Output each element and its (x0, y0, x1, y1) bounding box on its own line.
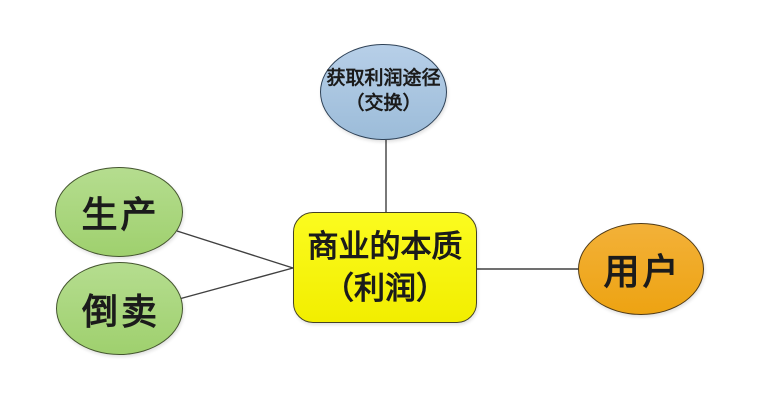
node-label: （交换） (345, 93, 422, 114)
node-profit-path-exchange: 获取利润途径 （交换） (320, 44, 447, 140)
node-label: 商业的本质 (307, 228, 463, 264)
node-label: 用户 (603, 251, 682, 292)
node-business-essence: 商业的本质 （利润） (293, 212, 477, 323)
node-production: 生产 (55, 167, 183, 257)
connector-resell-core (178, 267, 294, 300)
connector-production-core (176, 230, 294, 269)
node-user: 用户 (578, 223, 704, 315)
node-label: 倒卖 (81, 290, 160, 332)
node-label: 生产 (81, 194, 160, 235)
node-label: （利润） (323, 270, 447, 306)
node-resell: 倒卖 (56, 262, 183, 355)
node-label: 获取利润途径 (326, 68, 441, 90)
